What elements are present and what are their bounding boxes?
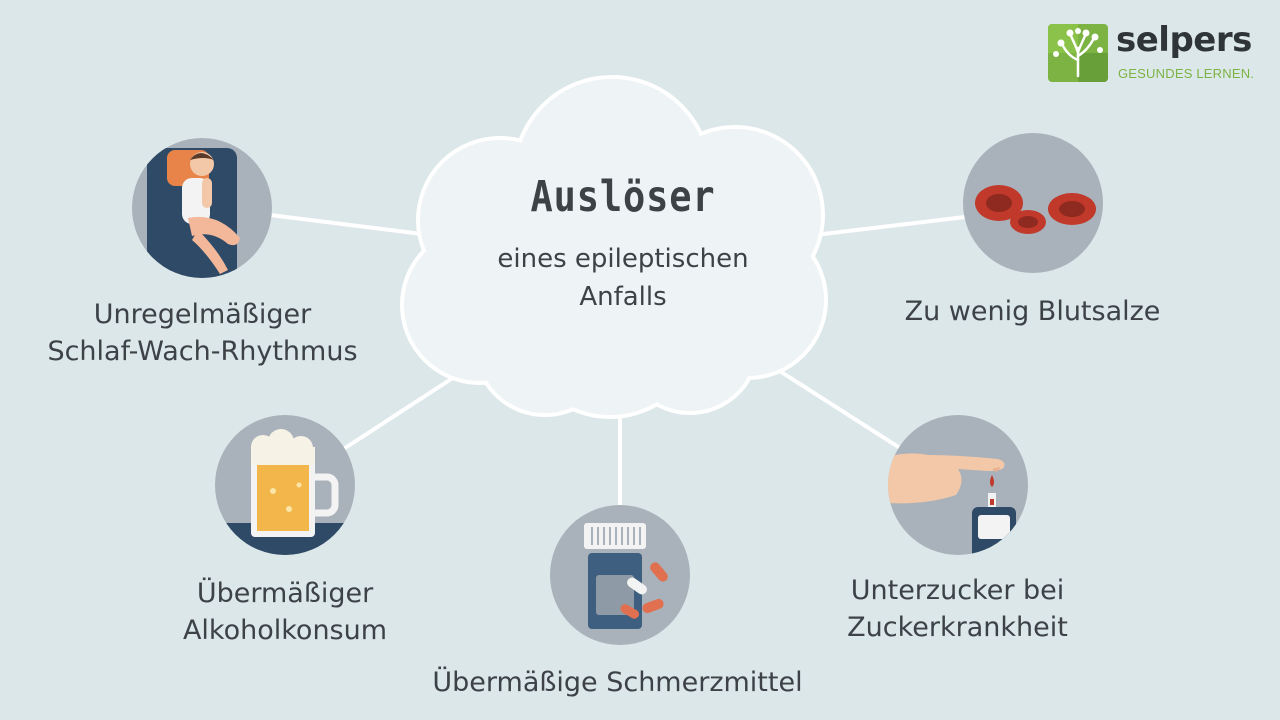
connector-hypoglycemia (773, 366, 902, 450)
trigger-label-sleep-line2: Schlaf-Wach-Rhythmus (47, 336, 358, 367)
connector-alcohol (340, 368, 467, 452)
trigger-label-alcohol-line2: Alkoholkonsum (182, 615, 388, 646)
pill-bottle-icon (550, 505, 690, 645)
connector-bloodsalts (814, 215, 966, 237)
trigger-label-painkillers: Übermäßige Schmerzmittel (420, 664, 815, 701)
trigger-label-sleep-line1: Unregelmäßiger (93, 299, 312, 330)
trigger-label-painkillers-line1: Übermäßige Schmerzmittel (432, 667, 803, 698)
trigger-label-hypoglycemia-line2: Zuckerkrankheit (847, 612, 1068, 643)
blood-cells-icon (963, 133, 1103, 273)
tree-logo-icon (1048, 24, 1108, 82)
trigger-label-bloodsalts: Zu wenig Blutsalze (880, 293, 1185, 330)
logo-name: selpers (1116, 20, 1252, 60)
trigger-label-hypoglycemia: Unterzucker bei Zuckerkrankheit (830, 572, 1085, 646)
center-subtitle-line2: Anfalls (579, 282, 667, 312)
center-subtitle-line1: eines epileptischen (497, 244, 749, 274)
trigger-label-alcohol-line1: Übermäßiger (196, 578, 374, 609)
trigger-label-bloodsalts-line1: Zu wenig Blutsalze (904, 296, 1161, 327)
beer-mug-icon (215, 415, 355, 555)
center-subtitle: eines epileptischen Anfalls (463, 240, 783, 316)
logo-tagline: GESUNDES LERNEN. (1118, 66, 1255, 81)
trigger-label-alcohol: Übermäßiger Alkoholkonsum (160, 575, 410, 649)
center-title: Auslöser (530, 172, 716, 222)
selpers-logo: selpers GESUNDES LERNEN. (1048, 20, 1268, 86)
connector-sleep (269, 213, 431, 237)
trigger-label-hypoglycemia-line1: Unterzucker bei (850, 575, 1065, 606)
blood-glucose-meter-icon (888, 415, 1028, 555)
sleeping-person-icon (132, 138, 272, 278)
trigger-label-sleep: Unregelmäßiger Schlaf-Wach-Rhythmus (40, 296, 365, 370)
